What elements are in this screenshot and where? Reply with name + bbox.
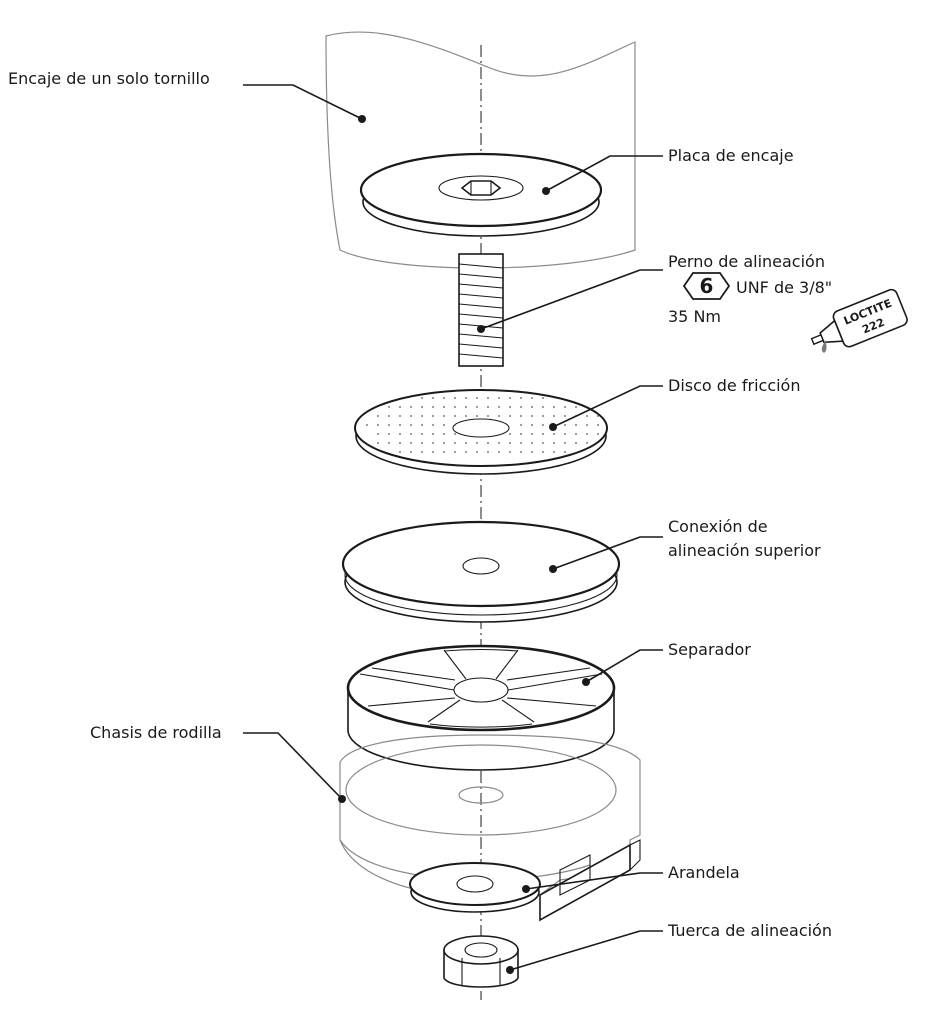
socket-shell <box>325 31 636 269</box>
label-upper-connection-line1: Conexión de <box>668 517 768 536</box>
upper-alignment-connection <box>341 520 621 623</box>
leader-lines <box>243 84 663 974</box>
friction-disc <box>354 389 608 475</box>
label-spacer: Separador <box>668 640 751 659</box>
alignment-bolt <box>458 253 504 367</box>
hex-key-size: 6 <box>700 274 714 298</box>
bolt-thread-spec: UNF de 3/8" <box>736 278 832 297</box>
loctite-bottle-icon: LOCTITE 222 <box>810 288 908 353</box>
socket-plate <box>359 152 603 237</box>
hex-key-icon: 6 <box>682 272 731 300</box>
label-washer: Arandela <box>668 863 740 882</box>
label-socket: Encaje de un solo tornillo <box>8 69 210 88</box>
alignment-nut <box>443 935 519 988</box>
spacer <box>346 644 616 771</box>
label-upper-connection-line2: alineación superior <box>668 541 821 560</box>
washer <box>409 862 541 913</box>
label-alignment-nut: Tuerca de alineación <box>667 921 832 940</box>
label-friction-disc: Disco de fricción <box>668 376 800 395</box>
loctite-drop-icon <box>821 340 827 353</box>
bolt-torque: 35 Nm <box>668 307 721 326</box>
label-knee-chassis: Chasis de rodilla <box>90 723 222 742</box>
label-socket-plate: Placa de encaje <box>668 146 794 165</box>
label-alignment-bolt: Perno de alineación <box>668 252 825 271</box>
